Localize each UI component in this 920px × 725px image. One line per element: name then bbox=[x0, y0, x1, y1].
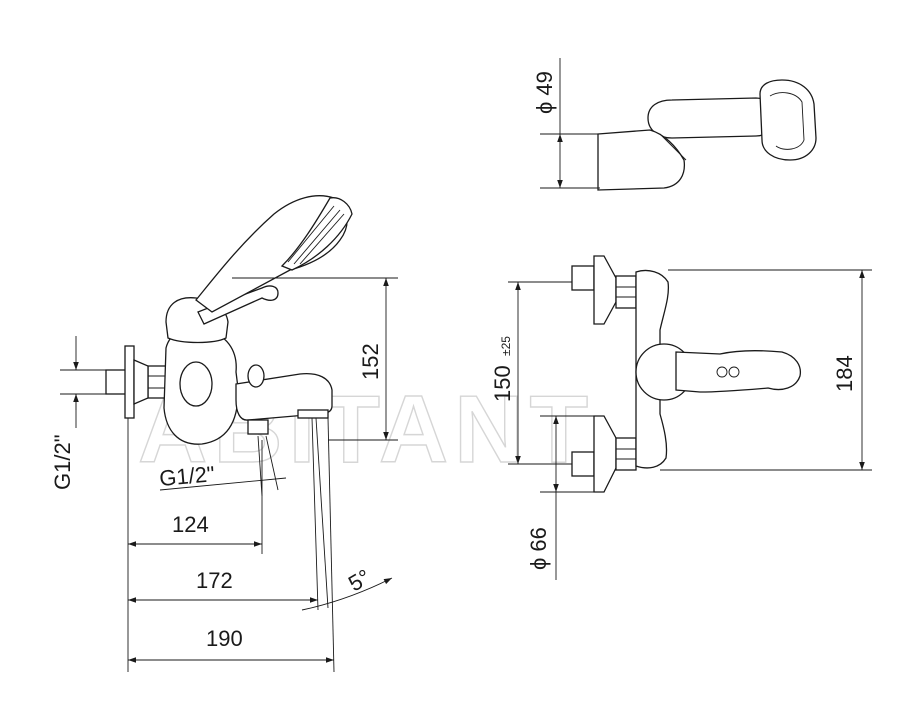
angle-5-label: 5° bbox=[344, 564, 375, 596]
len-124-label: 124 bbox=[172, 512, 209, 537]
side-view: G1/2" G1/2" 152 124 172 190 5° bbox=[50, 195, 398, 673]
spacing-tol-label: ±25 bbox=[499, 336, 513, 356]
outlet bbox=[297, 409, 329, 419]
upper-hex bbox=[615, 275, 637, 309]
spacing-150-label: 150 bbox=[490, 365, 515, 402]
lower-flange bbox=[593, 415, 617, 493]
body-oval bbox=[179, 361, 213, 407]
shower-outlet bbox=[247, 419, 269, 435]
dia-49-label: ϕ 49 bbox=[532, 71, 557, 114]
height-152-label: 152 bbox=[358, 343, 383, 380]
diverter-knob bbox=[247, 364, 265, 388]
thread-outlet-label: G1/2" bbox=[158, 461, 215, 491]
front-view: 150 ±25 184 ϕ 66 bbox=[490, 255, 872, 580]
len-190-label: 190 bbox=[206, 626, 243, 651]
thread-left-label: G1/2" bbox=[50, 434, 75, 490]
front-lever bbox=[675, 350, 802, 393]
lower-hex bbox=[615, 437, 637, 471]
bracket-arm bbox=[647, 97, 773, 139]
lower-inlet-nut bbox=[571, 451, 595, 477]
upper-flange bbox=[593, 255, 617, 325]
upper-inlet-nut bbox=[571, 265, 595, 291]
height-184-label: 184 bbox=[832, 355, 857, 392]
shower-bracket-view: ϕ 49 bbox=[532, 58, 817, 191]
len-172-label: 172 bbox=[196, 568, 233, 593]
wall-rosette bbox=[759, 79, 817, 161]
dia-66-label: ϕ 66 bbox=[526, 527, 551, 570]
holder-cup bbox=[597, 129, 686, 191]
wall-flange bbox=[124, 345, 135, 419]
